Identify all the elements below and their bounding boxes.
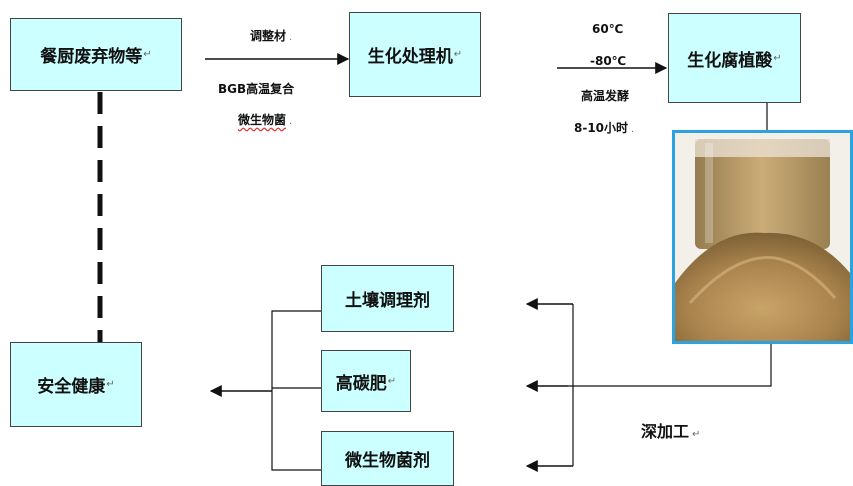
label-temp-80: -80℃ [590, 54, 627, 68]
paragraph-mark: ↵ [106, 379, 115, 390]
paragraph-mark: ↵ [387, 375, 397, 387]
label-bgb-line2: 微生物菌. [238, 113, 293, 127]
node-safety-health-label: 安全健康 [37, 377, 106, 397]
node-microbial-agent-label: 微生物菌剂 [345, 451, 430, 471]
node-soil-conditioner: 土壤调理剂 [321, 265, 454, 332]
humic-acid-powder-image [675, 133, 850, 341]
node-kitchen-waste: 餐厨废弃物等↵ [10, 18, 182, 91]
paragraph-mark: ↵ [453, 49, 463, 60]
label-temp-60: 60℃ [592, 22, 624, 36]
node-microbial-agent: 微生物菌剂 [321, 431, 454, 486]
node-humic-acid: 生化腐植酸↵ [668, 13, 801, 103]
paragraph-mark: ↵ [773, 52, 782, 64]
label-deep-processing: 深加工↵ [641, 422, 701, 441]
paragraph-mark: ↵ [143, 49, 152, 60]
connector-photo-to-deep-processing [568, 344, 772, 387]
humic-acid-photo [672, 130, 853, 344]
node-bio-processor-label: 生化处理机 [367, 47, 453, 67]
node-kitchen-waste-label: 餐厨废弃物等 [40, 47, 143, 67]
label-fermentation: 高温发酵 [581, 89, 630, 103]
node-bio-processor: 生化处理机↵ [349, 12, 481, 97]
node-safety-health: 安全健康↵ [10, 342, 142, 427]
label-bgb-line1: BGB高温复合 [218, 82, 295, 96]
label-duration: 8-10小时. [574, 121, 635, 135]
label-conditioner: 调整材. [250, 29, 293, 43]
node-soil-conditioner-label: 土壤调理剂 [345, 291, 430, 311]
bracket-left [271, 310, 321, 471]
node-humic-acid-label: 生化腐植酸 [687, 50, 773, 71]
node-high-carbon-fertilizer-label: 高碳肥 [335, 373, 387, 394]
node-high-carbon-fertilizer: 高碳肥↵ [321, 350, 411, 412]
